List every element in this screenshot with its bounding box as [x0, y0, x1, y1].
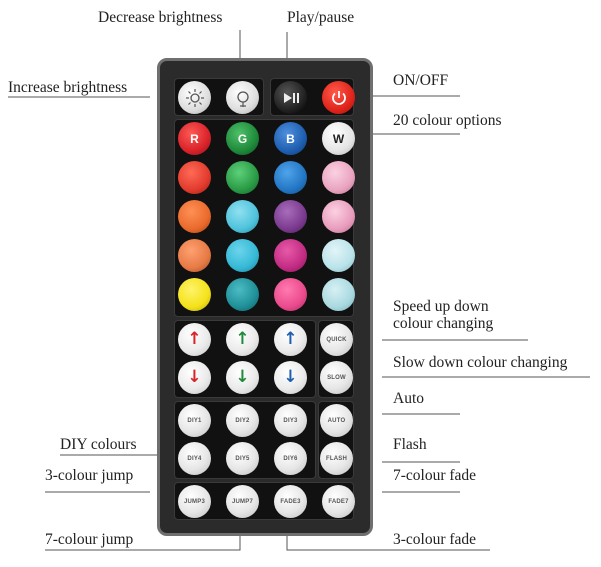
jump7-button[interactable]: JUMP7 — [226, 485, 259, 518]
red-down-button[interactable]: ↓ — [178, 361, 211, 394]
fade3-button[interactable]: FADE3 — [274, 485, 307, 518]
arrow-down-icon: ↓ — [283, 367, 298, 387]
colour-button[interactable] — [178, 200, 211, 233]
red-up-button[interactable]: ↑ — [178, 323, 211, 356]
play-pause-icon — [283, 92, 299, 103]
quick-button[interactable]: QUICK — [320, 323, 353, 356]
arrow-down-icon: ↓ — [187, 367, 202, 387]
colour-button[interactable] — [274, 161, 307, 194]
blue-key-label: B — [286, 131, 295, 146]
label-speed-up-2: colour changing — [393, 315, 494, 332]
power-icon — [331, 90, 346, 105]
white-key-label: W — [332, 131, 345, 146]
decrease-brightness-button[interactable] — [226, 81, 259, 114]
flash-key-label: FLASH — [326, 455, 347, 462]
increase-brightness-button[interactable] — [178, 81, 211, 114]
arrow-up-icon: ↑ — [187, 329, 202, 349]
auto-key-label: AUTO — [327, 417, 346, 424]
label-on-off: ON/OFF — [393, 72, 449, 89]
colour-button[interactable] — [226, 161, 259, 194]
green-up-button[interactable]: ↑ — [226, 323, 259, 356]
flash-button[interactable]: FLASH — [320, 442, 353, 475]
label-speed-up-1: Speed up down — [393, 298, 489, 315]
red-key-label: R — [190, 131, 199, 146]
colour-button[interactable] — [226, 200, 259, 233]
blue-button[interactable]: B — [274, 122, 307, 155]
label-seven-colour-jump: 7-colour jump — [45, 531, 134, 548]
sun-bright-icon — [185, 88, 204, 107]
red-button[interactable]: R — [178, 122, 211, 155]
diy4-button[interactable]: DIY4 — [178, 442, 211, 475]
blue-down-button[interactable]: ↓ — [274, 361, 307, 394]
colour-button[interactable] — [274, 239, 307, 272]
green-button[interactable]: G — [226, 122, 259, 155]
colour-button[interactable] — [226, 278, 259, 311]
diy3-button[interactable]: DIY3 — [274, 404, 307, 437]
label-diy-colours: DIY colours — [60, 436, 137, 453]
colour-button[interactable] — [322, 239, 355, 272]
sun-dim-icon — [236, 90, 249, 107]
diy3-key-label: DIY3 — [283, 417, 298, 424]
diy1-key-label: DIY1 — [187, 417, 202, 424]
remote-control: R G B W ↑ ↑ ↑ ↓ ↓ ↓ QUICK SLOW DIY1 DIY2… — [157, 58, 373, 536]
power-button[interactable] — [322, 81, 355, 114]
arrow-down-icon: ↓ — [235, 367, 250, 387]
fade7-key-label: FADE7 — [328, 498, 349, 505]
diy6-button[interactable]: DIY6 — [274, 442, 307, 475]
arrow-up-icon: ↑ — [235, 329, 250, 349]
diy2-button[interactable]: DIY2 — [226, 404, 259, 437]
label-three-colour-jump: 3-colour jump — [45, 467, 134, 484]
green-key-label: G — [237, 131, 248, 146]
colour-button[interactable] — [178, 161, 211, 194]
label-slow-down: Slow down colour changing — [393, 354, 568, 371]
fade3-key-label: FADE3 — [280, 498, 301, 505]
arrow-up-icon: ↑ — [283, 329, 298, 349]
jump3-key-label: JUMP3 — [183, 498, 205, 505]
quick-key-label: QUICK — [326, 336, 347, 343]
jump7-key-label: JUMP7 — [231, 498, 253, 505]
colour-button[interactable] — [322, 278, 355, 311]
white-button[interactable]: W — [322, 122, 355, 155]
diy1-button[interactable]: DIY1 — [178, 404, 211, 437]
label-auto: Auto — [393, 390, 424, 407]
play-pause-button[interactable] — [274, 81, 307, 114]
label-three-colour-fade: 3-colour fade — [393, 531, 477, 548]
colour-button[interactable] — [322, 200, 355, 233]
label-colour-options: 20 colour options — [393, 112, 502, 129]
label-flash: Flash — [393, 436, 427, 453]
colour-button[interactable] — [274, 278, 307, 311]
diy6-key-label: DIY6 — [283, 455, 298, 462]
diy5-key-label: DIY5 — [235, 455, 250, 462]
colour-button[interactable] — [274, 200, 307, 233]
colour-button[interactable] — [178, 278, 211, 311]
blue-up-button[interactable]: ↑ — [274, 323, 307, 356]
jump3-button[interactable]: JUMP3 — [178, 485, 211, 518]
slow-key-label: SLOW — [327, 374, 346, 381]
diy2-key-label: DIY2 — [235, 417, 250, 424]
diy5-button[interactable]: DIY5 — [226, 442, 259, 475]
diy4-key-label: DIY4 — [187, 455, 202, 462]
slow-button[interactable]: SLOW — [320, 361, 353, 394]
label-increase-brightness: Increase brightness — [8, 79, 128, 96]
colour-button[interactable] — [226, 239, 259, 272]
auto-button[interactable]: AUTO — [320, 404, 353, 437]
fade7-button[interactable]: FADE7 — [322, 485, 355, 518]
green-down-button[interactable]: ↓ — [226, 361, 259, 394]
label-decrease-brightness: Decrease brightness — [98, 9, 223, 26]
colour-button[interactable] — [322, 161, 355, 194]
label-seven-colour-fade: 7-colour fade — [393, 467, 477, 484]
label-play-pause: Play/pause — [287, 9, 355, 26]
colour-button[interactable] — [178, 239, 211, 272]
